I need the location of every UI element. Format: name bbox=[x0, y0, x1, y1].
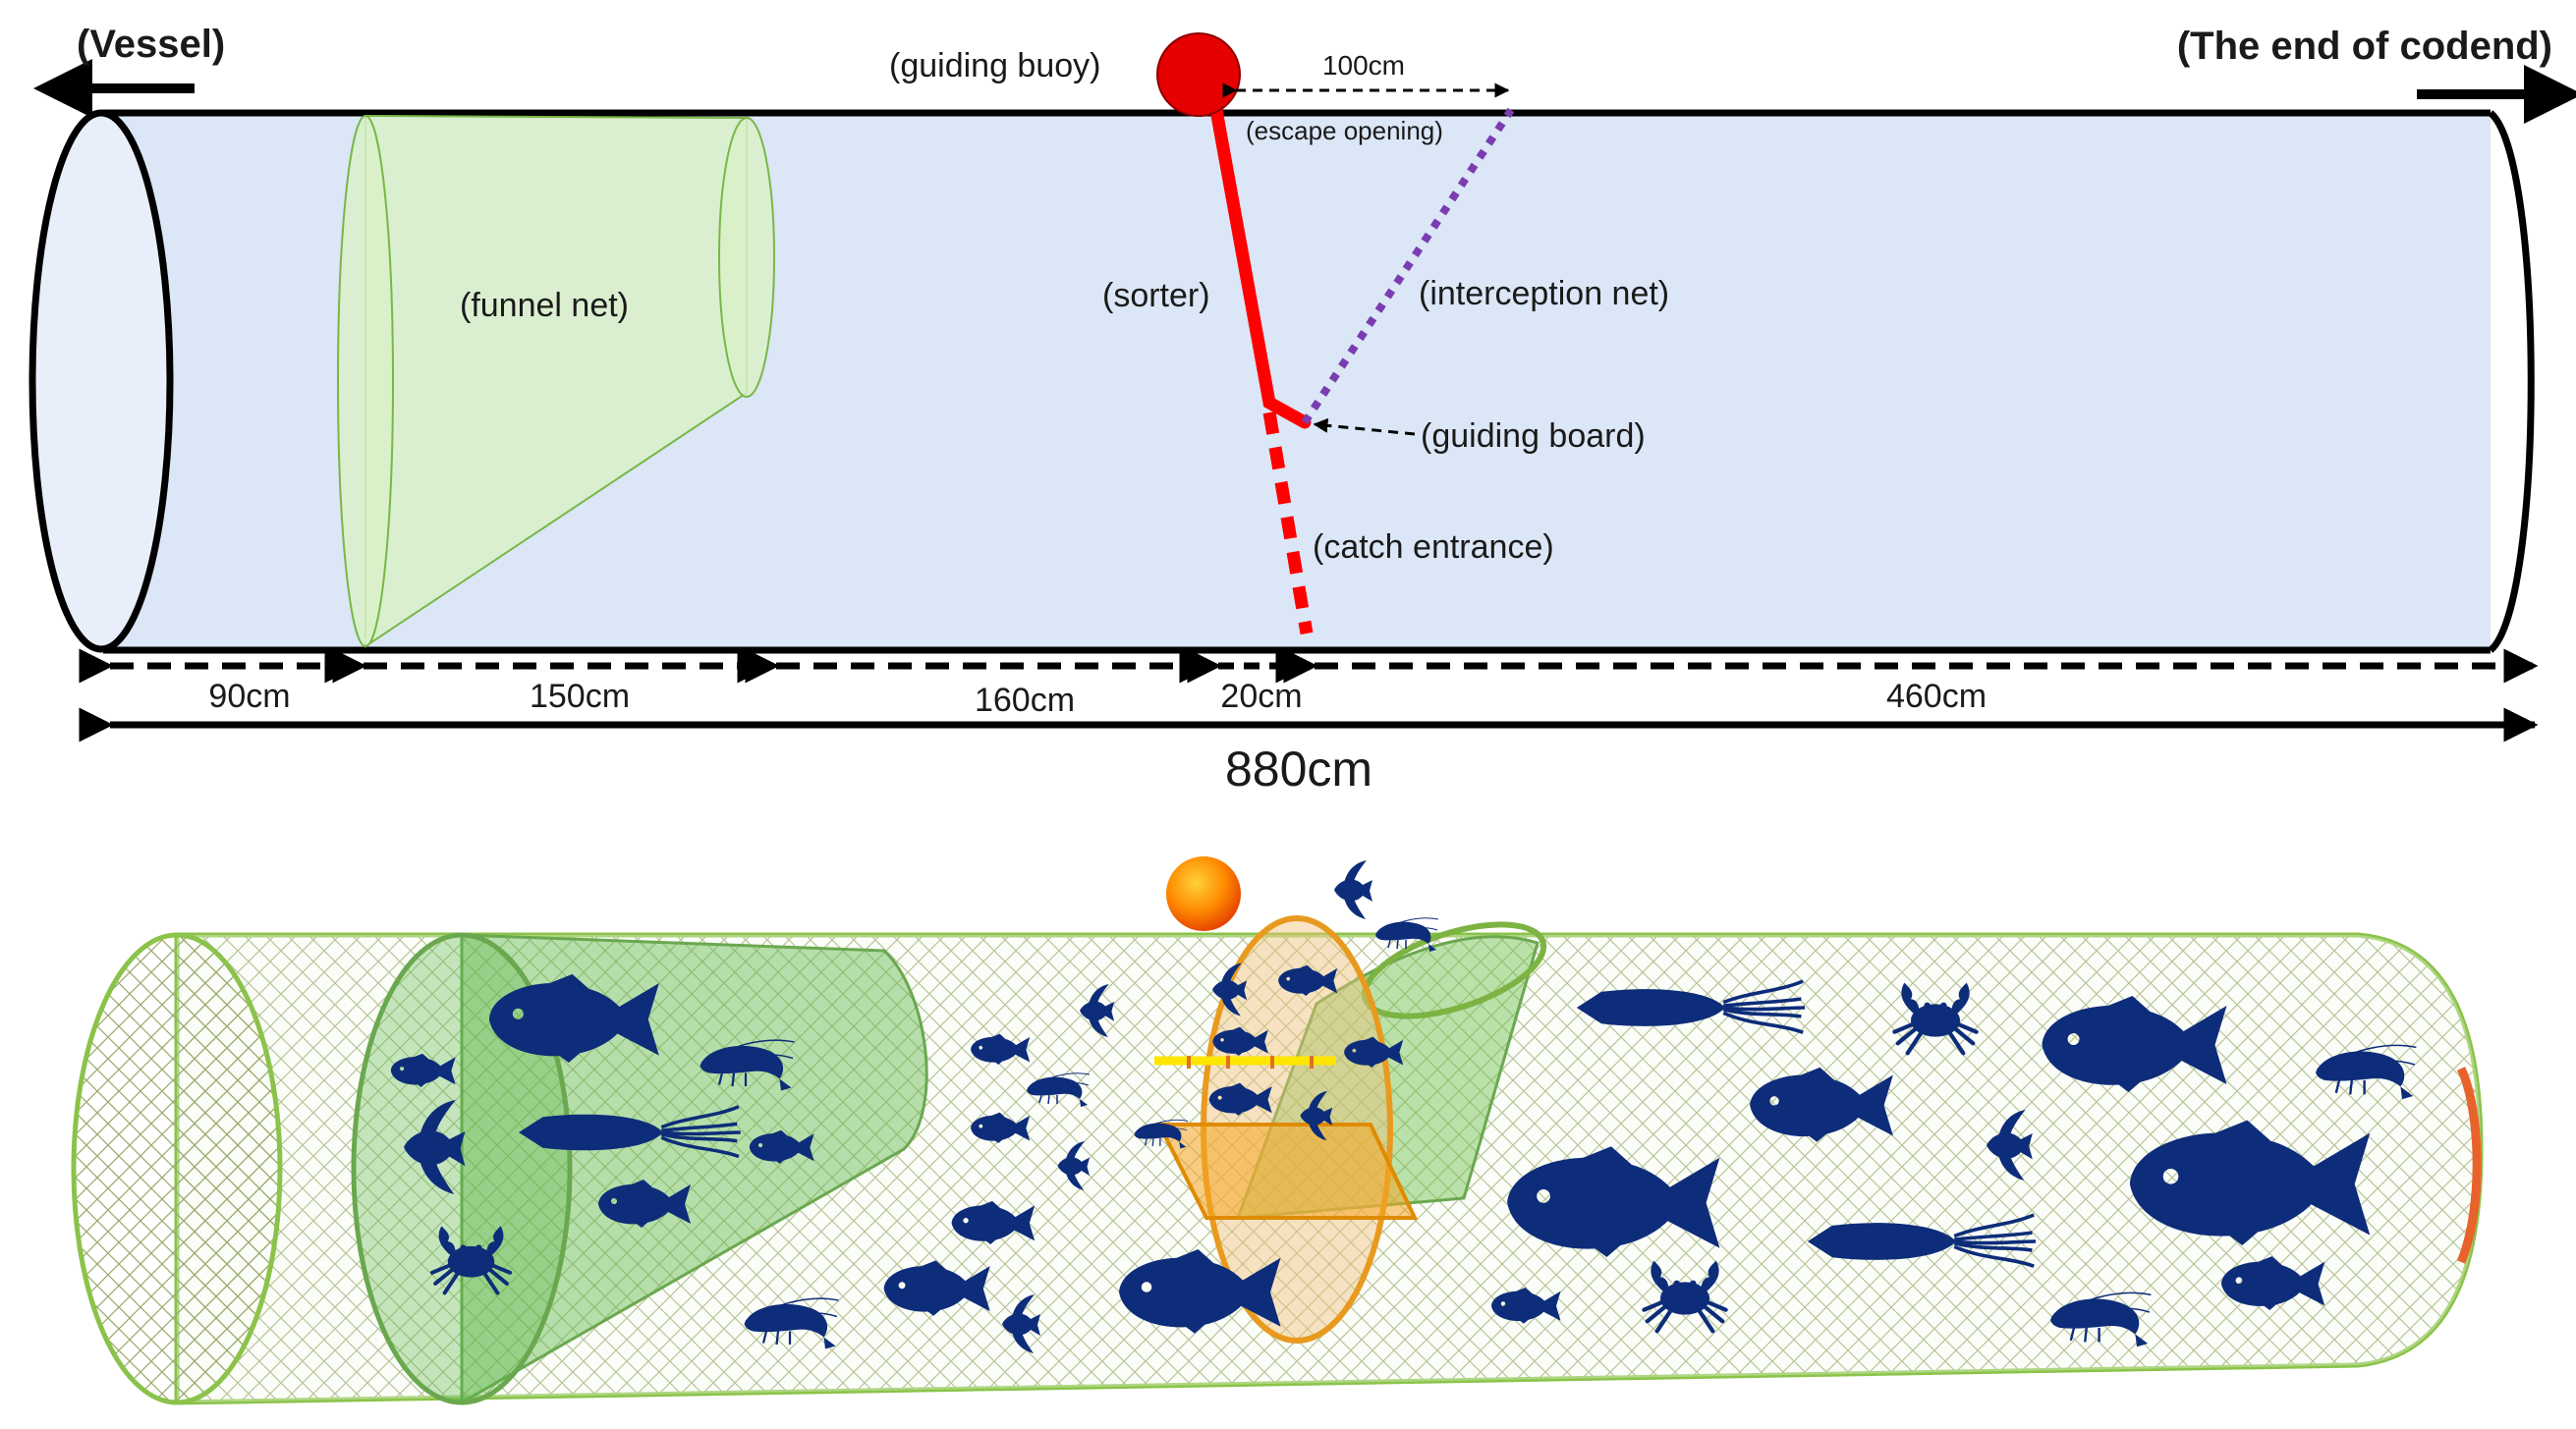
schematic: (Vessel) (The end of codend) (guiding bu… bbox=[28, 23, 2576, 797]
end-of-codend-label: (The end of codend) bbox=[2177, 25, 2552, 68]
tube-back-end bbox=[2488, 110, 2535, 653]
funnel-front-ring bbox=[351, 932, 573, 1405]
total-length-label: 880cm bbox=[1225, 742, 1372, 797]
sorter-label: (sorter) bbox=[1102, 277, 1210, 314]
codend-closure bbox=[2456, 1067, 2482, 1264]
segment-label-460: 460cm bbox=[1886, 678, 1987, 715]
guiding-board-label: (guiding board) bbox=[1421, 417, 1646, 455]
vessel-label: (Vessel) bbox=[77, 23, 225, 66]
guiding-buoy-3d bbox=[1166, 856, 1241, 931]
guiding-board-pointer bbox=[1313, 417, 1416, 436]
segment-label-160: 160cm bbox=[975, 682, 1075, 719]
segment-label-150: 150cm bbox=[530, 678, 630, 715]
catch-entrance-label: (catch entrance) bbox=[1313, 528, 1554, 566]
angelfish-icon bbox=[1334, 860, 1372, 919]
sorter bbox=[1209, 103, 1515, 635]
dimension-lines bbox=[79, 648, 2539, 742]
interception-net-label: (interception net) bbox=[1419, 275, 1669, 312]
escape-opening-label: (escape opening) bbox=[1246, 116, 1443, 145]
funnel-net bbox=[337, 114, 775, 648]
segment-label-20: 20cm bbox=[1220, 678, 1302, 715]
guiding-buoy-label: (guiding buoy) bbox=[889, 47, 1100, 84]
interception-ring bbox=[1361, 921, 1547, 1019]
segment-label-90: 90cm bbox=[208, 678, 290, 715]
escape-width-label: 100cm bbox=[1322, 50, 1405, 81]
tube-front-opening bbox=[28, 109, 174, 653]
illustration bbox=[71, 856, 2484, 1405]
guiding-buoy bbox=[1156, 32, 1241, 117]
funnel-net-label: (funnel net) bbox=[460, 287, 629, 324]
sorter-bottom-tray bbox=[1155, 1123, 1419, 1220]
net-front-opening bbox=[71, 932, 283, 1405]
